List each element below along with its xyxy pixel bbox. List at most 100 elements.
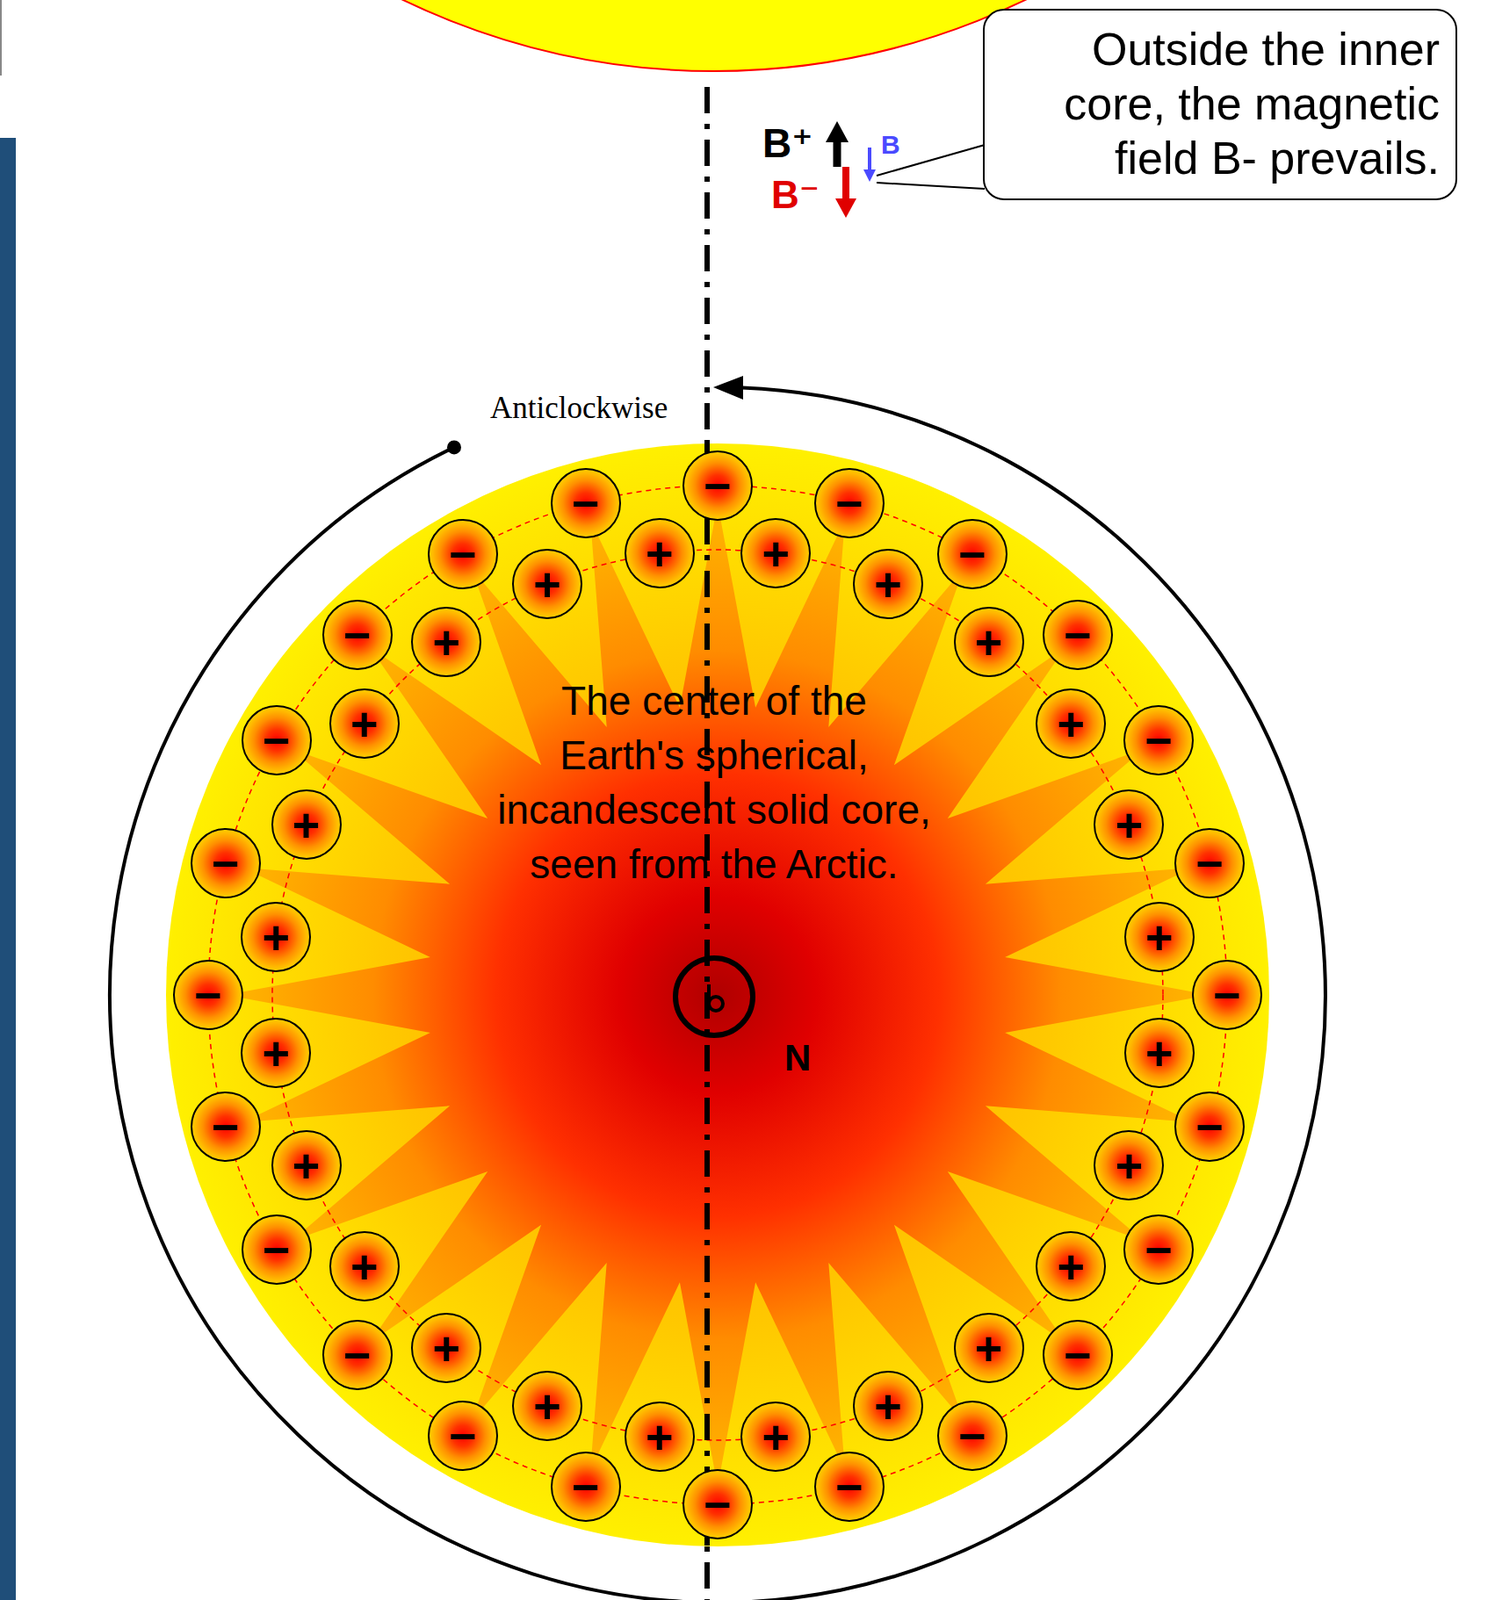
charge-circle: + (1035, 1231, 1106, 1302)
charge-circle: + (624, 1401, 695, 1473)
charge-sign: + (1056, 1242, 1085, 1291)
charge-sign: − (571, 479, 600, 528)
charge-circle: + (512, 548, 583, 620)
charge-circle: − (1042, 1320, 1113, 1391)
charge-circle: + (411, 606, 482, 678)
core-disc: −+−+−+−+−+−+−+−+−+−+−+−+−+−+−+−+−+−+−+−+… (166, 443, 1270, 1547)
charge-sign: − (703, 1480, 732, 1529)
charge-sign: + (533, 1382, 562, 1430)
charge-sign: + (873, 560, 903, 608)
charge-circle: − (427, 1401, 499, 1472)
starburst (225, 503, 1210, 1488)
charge-sign: − (343, 611, 372, 659)
charge-sign: + (292, 801, 321, 849)
axis-symbol (675, 958, 753, 1036)
charge-circle: + (624, 518, 695, 589)
field-arrow-down-head (835, 198, 857, 218)
charge-sign: + (873, 1382, 903, 1430)
charge-circle: − (190, 1091, 261, 1163)
charge-circle: − (814, 468, 885, 539)
charge-sign: + (761, 529, 790, 578)
charge-circle: + (271, 789, 342, 860)
charge-circle: + (953, 606, 1025, 678)
rotation-arc (109, 388, 1326, 1600)
charge-circle: + (329, 1231, 400, 1302)
charge-sign: + (350, 700, 379, 748)
charge-circle: − (173, 960, 244, 1031)
charge-sign: − (835, 1463, 864, 1511)
charge-circle: − (1123, 705, 1194, 776)
charge-sign: − (1063, 1331, 1092, 1380)
charge-sign: + (645, 1413, 674, 1461)
arc-start-dot (447, 440, 462, 455)
charge-circle: − (682, 450, 753, 521)
charge-circle: + (240, 902, 311, 973)
charge-circle: + (1124, 1018, 1195, 1089)
charge-circle: + (852, 548, 924, 620)
rotation-label: Anticlockwise (490, 392, 668, 424)
charge-sign: + (975, 1324, 1004, 1373)
charge-circle: − (241, 705, 312, 776)
charge-sign: − (448, 1412, 477, 1460)
axis-symbol-stem (707, 984, 711, 1004)
charge-sign: − (571, 1463, 600, 1511)
charge-circle: − (1042, 599, 1113, 671)
side-bar (0, 137, 16, 1600)
charge-sign: − (703, 462, 732, 510)
charge-circle: + (852, 1371, 924, 1442)
charge-sign: + (1145, 1029, 1174, 1077)
charge-sign: + (262, 1029, 291, 1077)
charge-circle: + (740, 1401, 811, 1473)
charge-sign: − (343, 1331, 372, 1380)
charge-circle: − (1123, 1214, 1194, 1286)
field-arrow-up-head (825, 121, 849, 143)
charge-sign: − (211, 839, 240, 888)
charge-circle: + (240, 1018, 311, 1089)
charge-ring (208, 485, 1228, 1505)
charge-sign: + (761, 1413, 790, 1461)
charge-sign: − (262, 716, 291, 765)
frame-edge (0, 0, 2, 76)
charge-sign: + (1115, 1141, 1144, 1190)
charge-sign: + (350, 1242, 379, 1291)
charge-circle: + (740, 518, 811, 589)
charge-sign: − (262, 1226, 291, 1274)
field-label: B⁻ (771, 175, 820, 215)
field-arrow-down (842, 166, 850, 201)
field-label: B⁺ (762, 122, 814, 164)
field-label: B (881, 131, 901, 159)
charge-sign: + (1145, 913, 1174, 961)
charge-sign: + (433, 1324, 462, 1373)
charge-sign: + (1056, 700, 1085, 748)
charge-circle: − (190, 828, 261, 899)
charge-sign: − (194, 971, 223, 1019)
charge-circle: + (1093, 1130, 1164, 1201)
charge-sign: + (262, 913, 291, 961)
charge-sign: − (1063, 611, 1092, 659)
charge-circle: − (1174, 828, 1245, 899)
charge-sign: − (448, 530, 477, 578)
charge-circle: + (271, 1130, 342, 1201)
core-caption: The center of the Earth's spherical, inc… (496, 673, 933, 892)
charge-sign: − (958, 1412, 987, 1460)
charge-circle: − (937, 519, 1008, 590)
charge-circle: + (1035, 688, 1106, 759)
charge-circle: + (329, 688, 400, 759)
charge-sign: − (958, 530, 987, 578)
charge-circle: − (241, 1214, 312, 1286)
charge-circle: − (682, 1469, 753, 1540)
pole-label: N (784, 1040, 811, 1077)
charge-circle: + (1124, 902, 1195, 973)
axis-symbol-dot (708, 996, 723, 1012)
charge-circle: − (550, 468, 622, 539)
leader-line (876, 182, 985, 189)
callout-text: Outside the inner core, the magnetic fie… (1000, 22, 1440, 187)
charge-sign: + (975, 618, 1004, 666)
arrowhead (713, 375, 744, 400)
charge-sign: − (1145, 1226, 1174, 1274)
charge-circle: − (427, 519, 499, 590)
core-illustration (166, 443, 1270, 1547)
charge-sign: + (292, 1141, 321, 1190)
core-disc-fill (166, 443, 1270, 1547)
